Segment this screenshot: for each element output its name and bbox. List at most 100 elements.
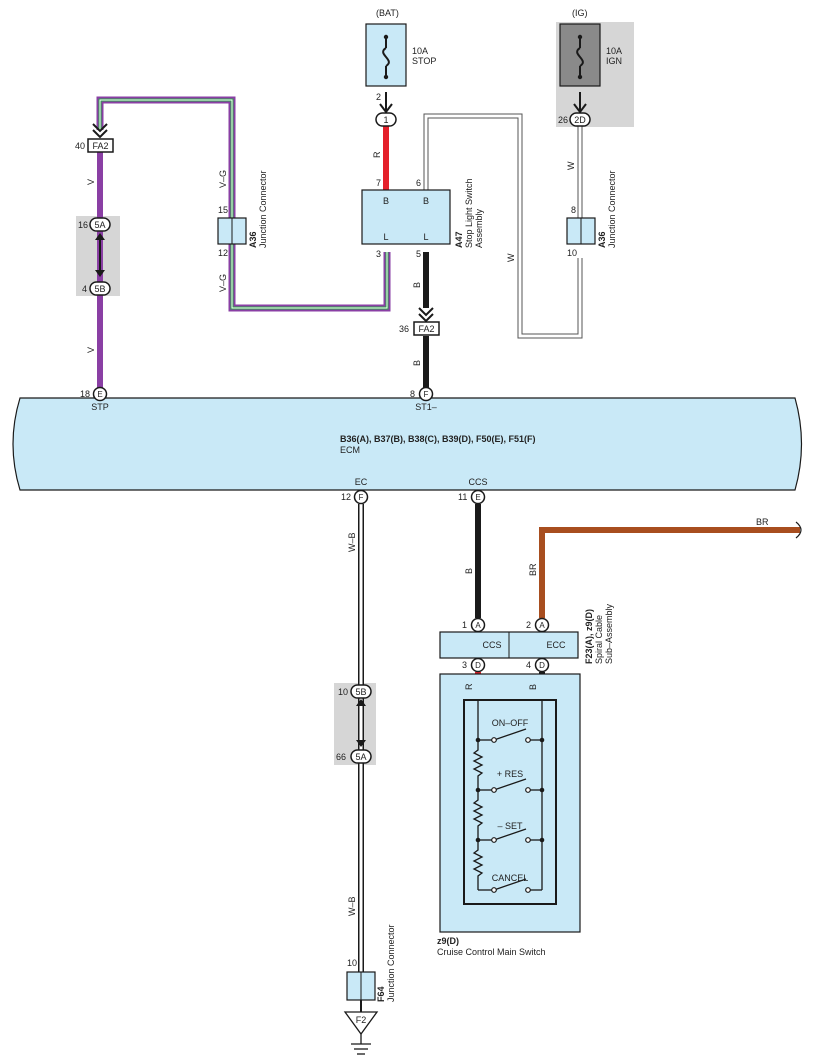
svg-text:E: E bbox=[475, 493, 480, 502]
spiral-name-line1: Spiral Cable bbox=[594, 615, 604, 664]
conn-spiral-d4: D bbox=[534, 657, 550, 673]
cruise-switch-name: Cruise Control Main Switch bbox=[437, 947, 546, 957]
ecm-term-ec: EC bbox=[355, 477, 368, 487]
bat-fuse-amp: 10A bbox=[412, 46, 428, 56]
conn-5b-bottom: 5B bbox=[350, 684, 372, 699]
pin-5a-top: 16 bbox=[78, 220, 88, 230]
conn-ecm-ccs: E bbox=[470, 489, 486, 505]
arrow-fa2-top bbox=[92, 123, 108, 139]
ecm-term-stp: STP bbox=[91, 402, 109, 412]
conn-5a-top: 5A bbox=[89, 217, 111, 232]
wire-label-v-bottom: V bbox=[86, 347, 96, 353]
ig-fuse-name: IGN bbox=[606, 56, 622, 66]
conn-spiral-a2: A bbox=[534, 617, 550, 633]
wire-br-break bbox=[795, 521, 802, 539]
pin-a47-6: 6 bbox=[416, 178, 421, 188]
arrow-ig bbox=[573, 103, 587, 114]
a36-left-code: A36 bbox=[248, 231, 258, 248]
wire-label-r-bat: R bbox=[372, 151, 382, 158]
ground-label: F2 bbox=[356, 1015, 367, 1025]
svg-text:F: F bbox=[359, 493, 364, 502]
a36-left-name: Junction Connector bbox=[258, 170, 268, 248]
pin-ig: 26 bbox=[558, 115, 568, 125]
switch-cancel-label: CANCEL bbox=[492, 873, 529, 883]
wire-label-b-switch2: B bbox=[528, 684, 538, 690]
wire-label-b-fa2: B bbox=[412, 360, 422, 366]
conn-spiral-a1: A bbox=[470, 617, 486, 633]
cruise-switch-code: z9(D) bbox=[437, 936, 459, 946]
ecm-name: ECM bbox=[340, 445, 360, 455]
ground-triangle bbox=[343, 1011, 379, 1036]
bat-fuse bbox=[365, 23, 407, 87]
wire-label-wb-top: W–B bbox=[347, 532, 357, 552]
pin-a36-right-top: 8 bbox=[571, 205, 576, 215]
svg-text:E: E bbox=[97, 390, 102, 399]
arrow-fa2-mid bbox=[418, 307, 434, 323]
spiral-name-line2: Sub–Assembly bbox=[604, 603, 614, 664]
a47-name-line1: Stop Light Switch bbox=[464, 178, 474, 248]
pin-a47-5: 5 bbox=[416, 249, 421, 259]
pin-bat-fuse: 2 bbox=[376, 92, 381, 102]
pin-5b-bottom: 10 bbox=[338, 687, 348, 697]
conn-fa2-mid: FA2 bbox=[413, 321, 440, 336]
pin-ecm-ccs: 11 bbox=[458, 492, 467, 502]
pin-5b-top: 4 bbox=[82, 284, 87, 294]
conn-ecm-ec: F bbox=[353, 489, 369, 505]
wire-label-v-top: V bbox=[86, 179, 96, 185]
conn-5b-top: 5B bbox=[89, 281, 111, 296]
svg-text:FA2: FA2 bbox=[92, 141, 108, 151]
switch-onoff-label: ON–OFF bbox=[492, 718, 529, 728]
svg-text:A: A bbox=[539, 621, 545, 630]
spiral-term-ccs: CCS bbox=[482, 640, 501, 650]
pin-a36-right-bottom: 10 bbox=[567, 248, 577, 258]
cruise-switch-junctions bbox=[475, 737, 545, 843]
a36-right-name: Junction Connector bbox=[607, 170, 617, 248]
svg-text:5B: 5B bbox=[355, 687, 366, 697]
pin-a36-left-bottom: 12 bbox=[218, 248, 228, 258]
wire-vg bbox=[96, 96, 391, 312]
conn-ecm-stp: E bbox=[92, 386, 108, 402]
svg-text:5B: 5B bbox=[94, 284, 105, 294]
wire-w-loop bbox=[423, 113, 583, 339]
pin-spiral-a1: 1 bbox=[462, 620, 467, 630]
wire-label-br-vertical: BR bbox=[528, 563, 538, 576]
wire-label-vg-top: V–G bbox=[218, 170, 228, 188]
switch-res-label: + RES bbox=[497, 769, 523, 779]
f64-code: F64 bbox=[376, 986, 386, 1002]
pin-ecm-stp: 18 bbox=[80, 389, 90, 399]
pin-ecm-st1: 8 bbox=[410, 389, 415, 399]
a47-code: A47 bbox=[454, 231, 464, 248]
wire-br bbox=[539, 527, 800, 618]
wire-label-b-switch: B bbox=[412, 282, 422, 288]
svg-text:2D: 2D bbox=[574, 115, 586, 125]
a47-name-line2: Assembly bbox=[474, 208, 484, 248]
arrows-junction-top bbox=[95, 233, 105, 277]
bat-fuse-name: STOP bbox=[412, 56, 436, 66]
svg-text:D: D bbox=[539, 661, 545, 670]
ground-icon bbox=[351, 1034, 371, 1055]
conn-5a-bottom: 5A bbox=[350, 749, 372, 764]
pin-fa2-top: 40 bbox=[75, 141, 85, 151]
arrow-bat bbox=[379, 103, 393, 114]
wire-label-vg-bottom: V–G bbox=[218, 274, 228, 292]
wire-label-r-switch: R bbox=[464, 683, 474, 690]
conn-spiral-d3: D bbox=[470, 657, 486, 673]
conn-ig-2d: 2D bbox=[569, 112, 591, 127]
svg-text:5A: 5A bbox=[94, 220, 105, 230]
ig-fuse-amp: 10A bbox=[606, 46, 622, 56]
f64-name: Junction Connector bbox=[386, 924, 396, 1002]
a47-term-b2: B bbox=[423, 196, 429, 206]
svg-text:FA2: FA2 bbox=[418, 324, 434, 334]
ecm-term-ccs: CCS bbox=[468, 477, 487, 487]
ig-label: (IG) bbox=[572, 8, 588, 18]
pin-5a-bottom: 66 bbox=[336, 752, 346, 762]
spiral-code: F23(A), z9(D) bbox=[584, 609, 594, 664]
ig-fuse bbox=[559, 23, 601, 87]
conn-bat: 1 bbox=[375, 112, 397, 127]
svg-text:D: D bbox=[475, 661, 481, 670]
pin-fa2-mid: 36 bbox=[399, 324, 409, 334]
pin-spiral-a2: 2 bbox=[526, 620, 531, 630]
a47-term-l2: L bbox=[423, 232, 428, 242]
pin-f64: 10 bbox=[347, 958, 357, 968]
